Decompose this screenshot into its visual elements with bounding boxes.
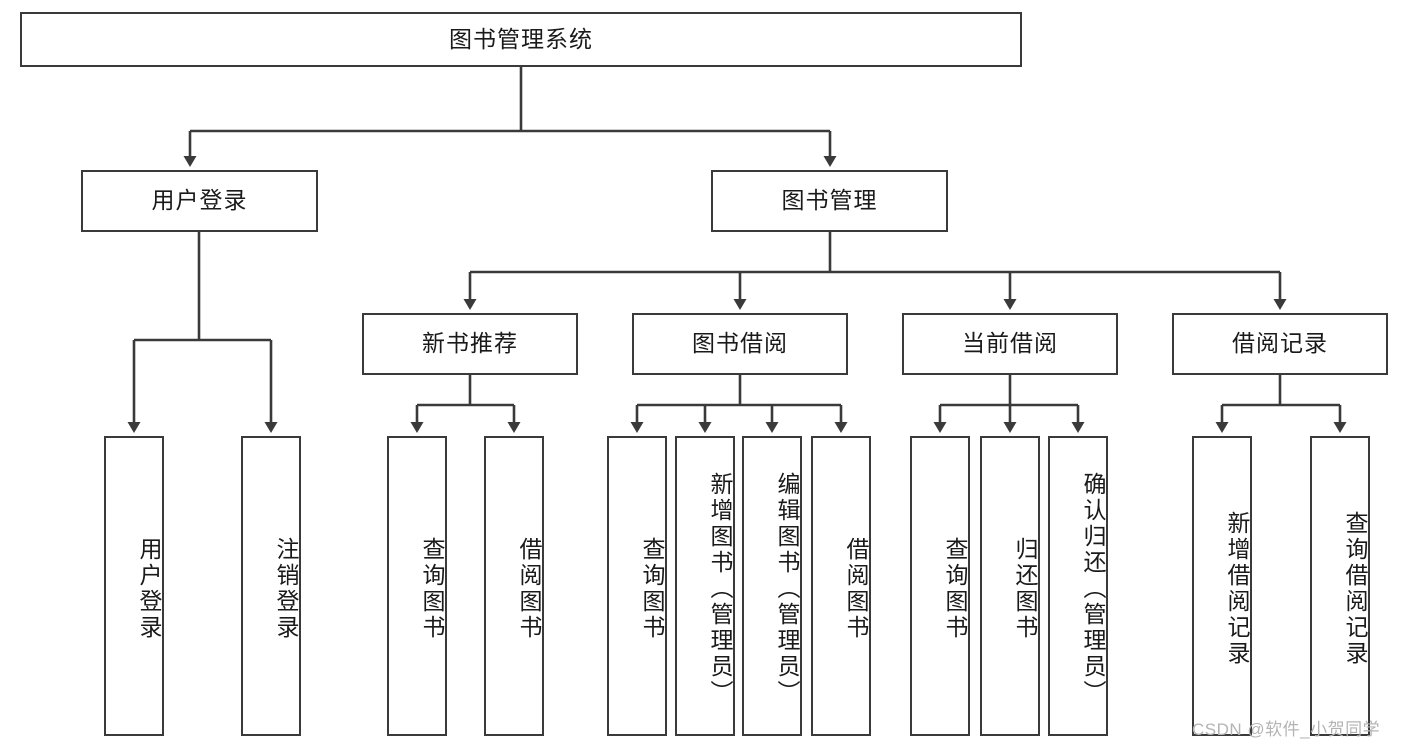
node-label: 查询图书 [942,537,968,641]
leaf-borrow-edit-book[interactable]: 编辑图书（管理员） [742,436,802,736]
node-label: 用户登录 [151,187,248,214]
leaf-current-confirm-return[interactable]: 确认归还（管理员） [1048,436,1108,736]
node-label: 借阅记录 [1232,330,1328,357]
leaf-record-query-record[interactable]: 查询借阅记录 [1310,436,1370,736]
node-label: 归还图书 [1012,537,1038,641]
node-label: 新增图书（管理员） [707,472,733,706]
node-user-login[interactable]: 用户登录 [81,170,318,232]
leaf-current-query-book[interactable]: 查询图书 [910,436,970,736]
leaf-recommend-query-book[interactable]: 查询图书 [387,436,447,736]
leaf-current-return-book[interactable]: 归还图书 [980,436,1040,736]
node-label: 借阅图书 [516,537,542,641]
node-root-system[interactable]: 图书管理系统 [20,12,1022,67]
leaf-borrow-add-book[interactable]: 新增图书（管理员） [675,436,735,736]
node-label: 图书管理系统 [449,25,593,52]
leaf-recommend-borrow-book[interactable]: 借阅图书 [484,436,544,736]
node-label: 用户登录 [136,537,162,641]
node-label: 新书推荐 [422,330,518,357]
leaf-user-login[interactable]: 用户登录 [104,436,164,736]
node-label: 新增借阅记录 [1224,511,1250,667]
leaf-user-logout[interactable]: 注销登录 [241,436,301,736]
node-label: 编辑图书（管理员） [774,472,800,706]
leaf-borrow-borrow-book[interactable]: 借阅图书 [811,436,871,736]
node-label: 借阅图书 [843,537,869,641]
node-borrow-record[interactable]: 借阅记录 [1172,313,1388,375]
node-label: 确认归还（管理员） [1080,472,1106,706]
leaf-record-add-record[interactable]: 新增借阅记录 [1192,436,1252,736]
node-label: 查询借阅记录 [1342,511,1368,667]
node-label: 图书借阅 [692,330,788,357]
node-label: 注销登录 [273,537,299,641]
node-label: 查询图书 [639,537,665,641]
node-label: 图书管理 [781,187,878,214]
leaf-borrow-query-book[interactable]: 查询图书 [607,436,667,736]
node-new-book-recommend[interactable]: 新书推荐 [362,313,578,375]
node-label: 查询图书 [419,537,445,641]
node-book-borrow[interactable]: 图书借阅 [632,313,848,375]
node-current-borrow[interactable]: 当前借阅 [902,313,1118,375]
node-label: 当前借阅 [962,330,1058,357]
node-book-management[interactable]: 图书管理 [711,170,948,232]
